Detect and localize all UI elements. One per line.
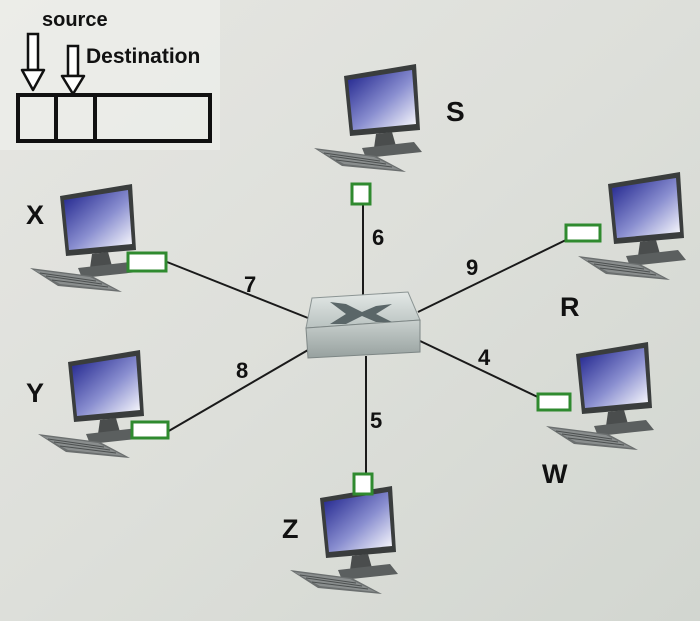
adapter-y [130,420,170,440]
link-r [417,237,571,313]
source-arrow-icon [20,32,46,92]
adapter-z [352,472,374,496]
host-label-z: Z [282,514,299,544]
host-label-r: R [560,292,580,322]
frame-box [16,93,212,143]
destination-arrow-icon [60,44,86,96]
link-label-w: 4 [478,345,491,370]
host-r: R [560,171,687,322]
host-y: Y [26,349,170,459]
link-x [166,261,309,319]
adapter-x [126,251,168,273]
switch-x-icon [330,302,392,324]
host-label-y: Y [26,378,44,408]
link-label-z: 5 [370,408,382,433]
link-label-s: 6 [372,225,384,250]
switch [305,291,421,359]
frame-header-legend: source Destination [16,9,212,143]
host-s: S [313,63,465,206]
link-y [166,349,309,433]
adapter-w [536,392,572,412]
host-w: W [536,341,655,489]
link-label-y: 8 [236,358,248,383]
links [166,205,571,475]
host-z: Z [282,472,399,595]
frame-fields [16,93,212,143]
link-label-r: 9 [466,255,478,280]
host-label-x: X [26,200,44,230]
source-label: source [42,9,108,31]
host-label-s: S [446,96,465,127]
destination-label: Destination [86,45,200,68]
host-x: X [26,183,168,293]
host-label-w: W [542,459,568,489]
link-w [417,339,545,401]
adapter-s [350,182,372,206]
link-label-x: 7 [244,272,256,297]
adapter-r [564,223,602,243]
link-labels: 6 9 4 5 8 7 [236,225,491,433]
